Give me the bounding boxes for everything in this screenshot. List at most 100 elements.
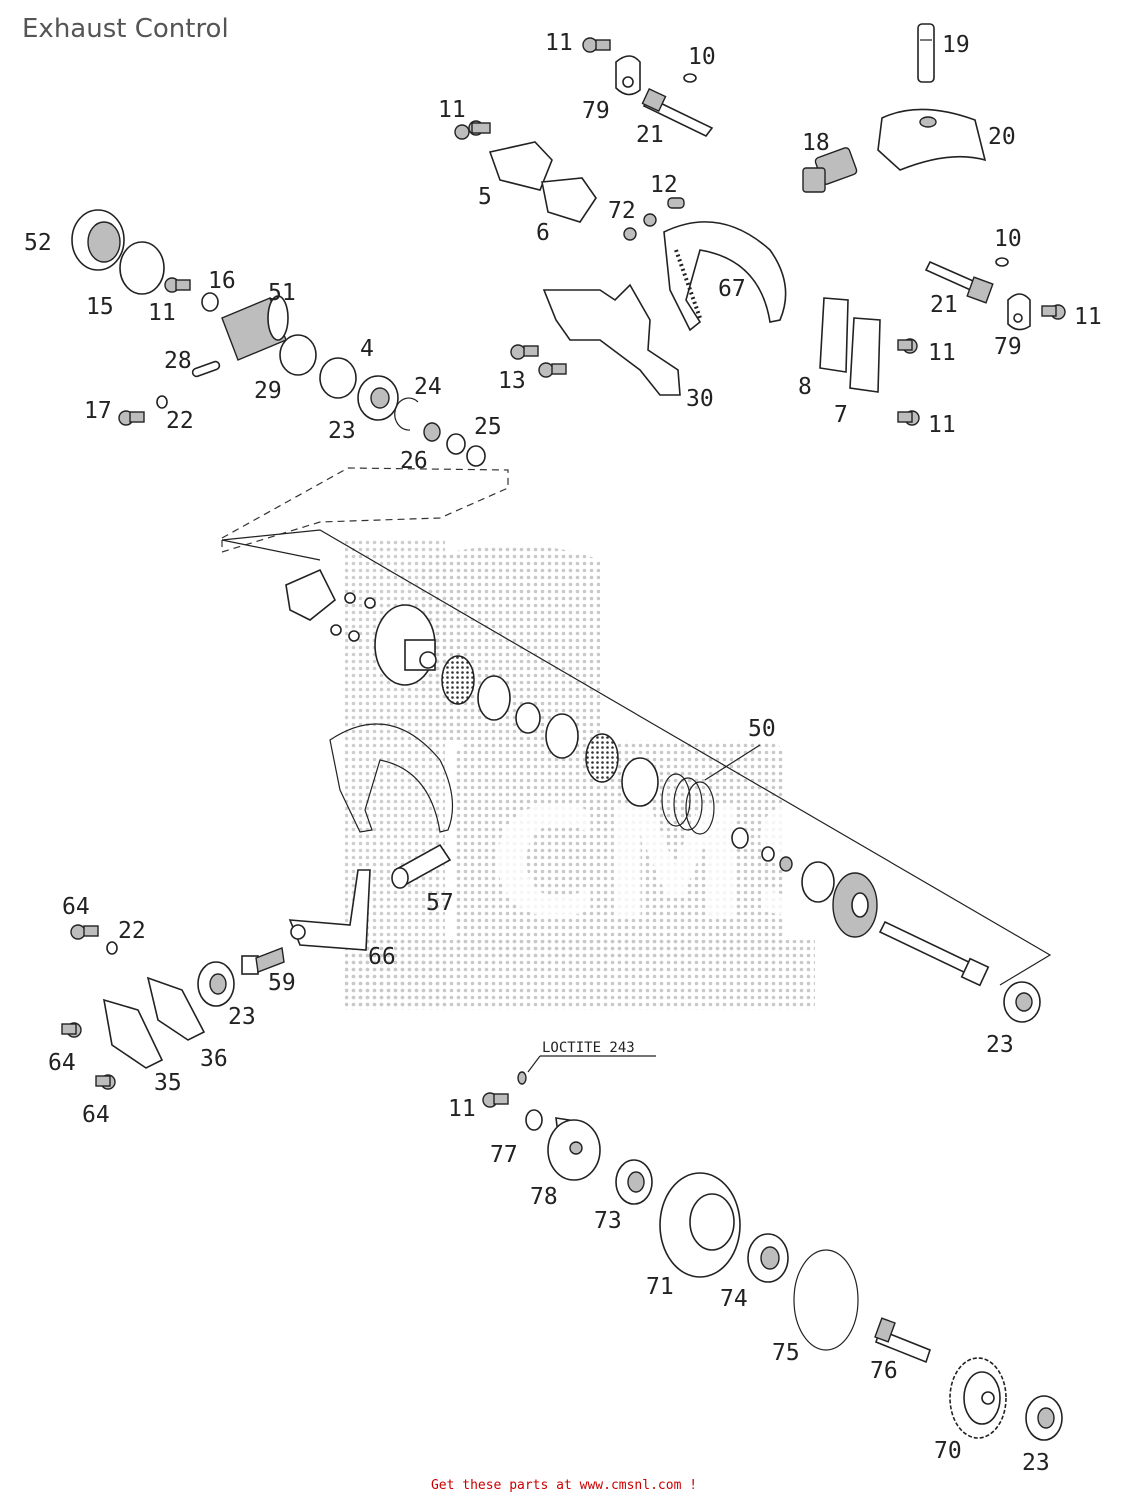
part-10-oring-top — [683, 73, 697, 83]
callout-20: 20 — [988, 124, 1016, 150]
part-70-pump-gear — [949, 1357, 1007, 1439]
callout-35: 35 — [154, 1070, 182, 1096]
callout-72: 72 — [608, 198, 636, 224]
callout-74: 74 — [720, 1286, 748, 1312]
part-5-flange — [488, 141, 553, 191]
part-30-bracket — [542, 283, 681, 396]
callout-75: 75 — [772, 1340, 800, 1366]
callout-66: 66 — [368, 944, 396, 970]
callout-22a: 22 — [166, 408, 194, 434]
callout-10a: 10 — [688, 44, 716, 70]
callout-23a: 23 — [328, 418, 356, 444]
part-7-flange — [849, 317, 881, 393]
part-72-nut-a — [643, 213, 657, 227]
callout-64b: 64 — [48, 1050, 76, 1076]
callout-51: 51 — [268, 280, 296, 306]
callout-30: 30 — [686, 386, 714, 412]
callout-26: 26 — [400, 448, 428, 474]
part-72-nut-b — [623, 227, 637, 241]
part-13-screws — [510, 344, 567, 378]
part-24-circlip — [394, 397, 419, 431]
part-79-bracket-right — [1007, 293, 1031, 331]
part-35-cover — [102, 998, 164, 1069]
callout-11f: 11 — [928, 412, 956, 438]
callout-52: 52 — [24, 230, 52, 256]
callout-21a: 21 — [636, 122, 664, 148]
callout-64a: 64 — [62, 894, 90, 920]
part-governor-weight — [285, 568, 337, 621]
callout-16: 16 — [208, 268, 236, 294]
part-25-shim-a — [446, 433, 466, 455]
callout-57: 57 — [426, 890, 454, 916]
part-11-screw-lower-right — [897, 410, 920, 426]
part-74-bearing — [747, 1233, 789, 1283]
callout-19: 19 — [942, 32, 970, 58]
callout-labels: 11 10 79 21 19 20 18 11 5 6 12 72 67 52 … — [24, 30, 1102, 1476]
callout-18: 18 — [802, 130, 830, 156]
part-shim-a — [477, 675, 511, 721]
part-66-lever — [288, 869, 371, 951]
callout-73: 73 — [594, 1208, 622, 1234]
footer-link[interactable]: Get these parts at www.cmsnl.com ! — [430, 1478, 698, 1493]
part-11-screw-mid-right — [897, 338, 918, 354]
callout-64c: 64 — [82, 1102, 110, 1128]
callout-11g: 11 — [448, 1096, 476, 1122]
callout-11a: 11 — [545, 30, 573, 56]
part-28-pin — [191, 360, 221, 378]
callout-71: 71 — [646, 1274, 674, 1300]
leader-50 — [704, 744, 761, 781]
callout-76: 76 — [870, 1358, 898, 1384]
callout-59: 59 — [268, 970, 296, 996]
part-78-impeller — [547, 1117, 601, 1181]
part-22-washer-bottom — [106, 941, 118, 955]
part-4-washer — [319, 357, 357, 399]
loctite-note: LOCTITE 243 — [542, 1040, 635, 1056]
callout-23c: 23 — [986, 1032, 1014, 1058]
callout-4: 4 — [360, 336, 374, 362]
part-22-washer-top — [156, 395, 168, 409]
part-20-valve — [877, 108, 987, 171]
callout-10b: 10 — [994, 226, 1022, 252]
part-57-shaft — [391, 843, 452, 889]
callout-36: 36 — [200, 1046, 228, 1072]
part-bush-a — [515, 702, 541, 734]
part-11-screw-top — [582, 37, 611, 53]
part-oring-shaft — [801, 861, 835, 903]
callout-29: 29 — [254, 378, 282, 404]
part-23-bearing-right — [1003, 981, 1041, 1023]
part-79-bracket-top — [615, 55, 641, 96]
part-52-nut — [71, 209, 125, 271]
part-29-oring — [279, 334, 317, 376]
part-8-gasket — [819, 297, 849, 373]
part-23-bearing-bottom — [1025, 1395, 1063, 1441]
part-drive-shaft — [878, 920, 990, 987]
callout-77: 77 — [490, 1142, 518, 1168]
callout-5: 5 — [478, 184, 492, 210]
callout-8: 8 — [798, 374, 812, 400]
part-10-oring-right — [995, 257, 1009, 267]
callout-79a: 79 — [582, 98, 610, 124]
part-cup — [621, 757, 659, 807]
part-67-segment — [663, 221, 787, 332]
part-15-ring — [119, 241, 165, 295]
callout-78: 78 — [530, 1184, 558, 1210]
callout-24: 24 — [414, 374, 442, 400]
callout-67: 67 — [718, 276, 746, 302]
part-59-screw — [241, 947, 285, 975]
part-21-shaft-right — [924, 260, 994, 304]
part-73-seal — [615, 1159, 653, 1205]
part-26-washer — [423, 422, 441, 442]
callout-28: 28 — [164, 348, 192, 374]
part-17-screw — [118, 410, 145, 426]
part-64-screw-c — [95, 1074, 116, 1090]
callout-23d: 23 — [1022, 1450, 1050, 1476]
part-small-washer — [731, 827, 749, 849]
part-11-screw-left — [164, 277, 191, 293]
shaft-assembly-frame — [221, 529, 1052, 986]
part-gear-shaft — [832, 872, 878, 938]
part-25-shim-b — [466, 445, 486, 467]
callout-22b: 22 — [118, 918, 146, 944]
callout-25: 25 — [474, 414, 502, 440]
callout-7: 7 — [834, 402, 848, 428]
